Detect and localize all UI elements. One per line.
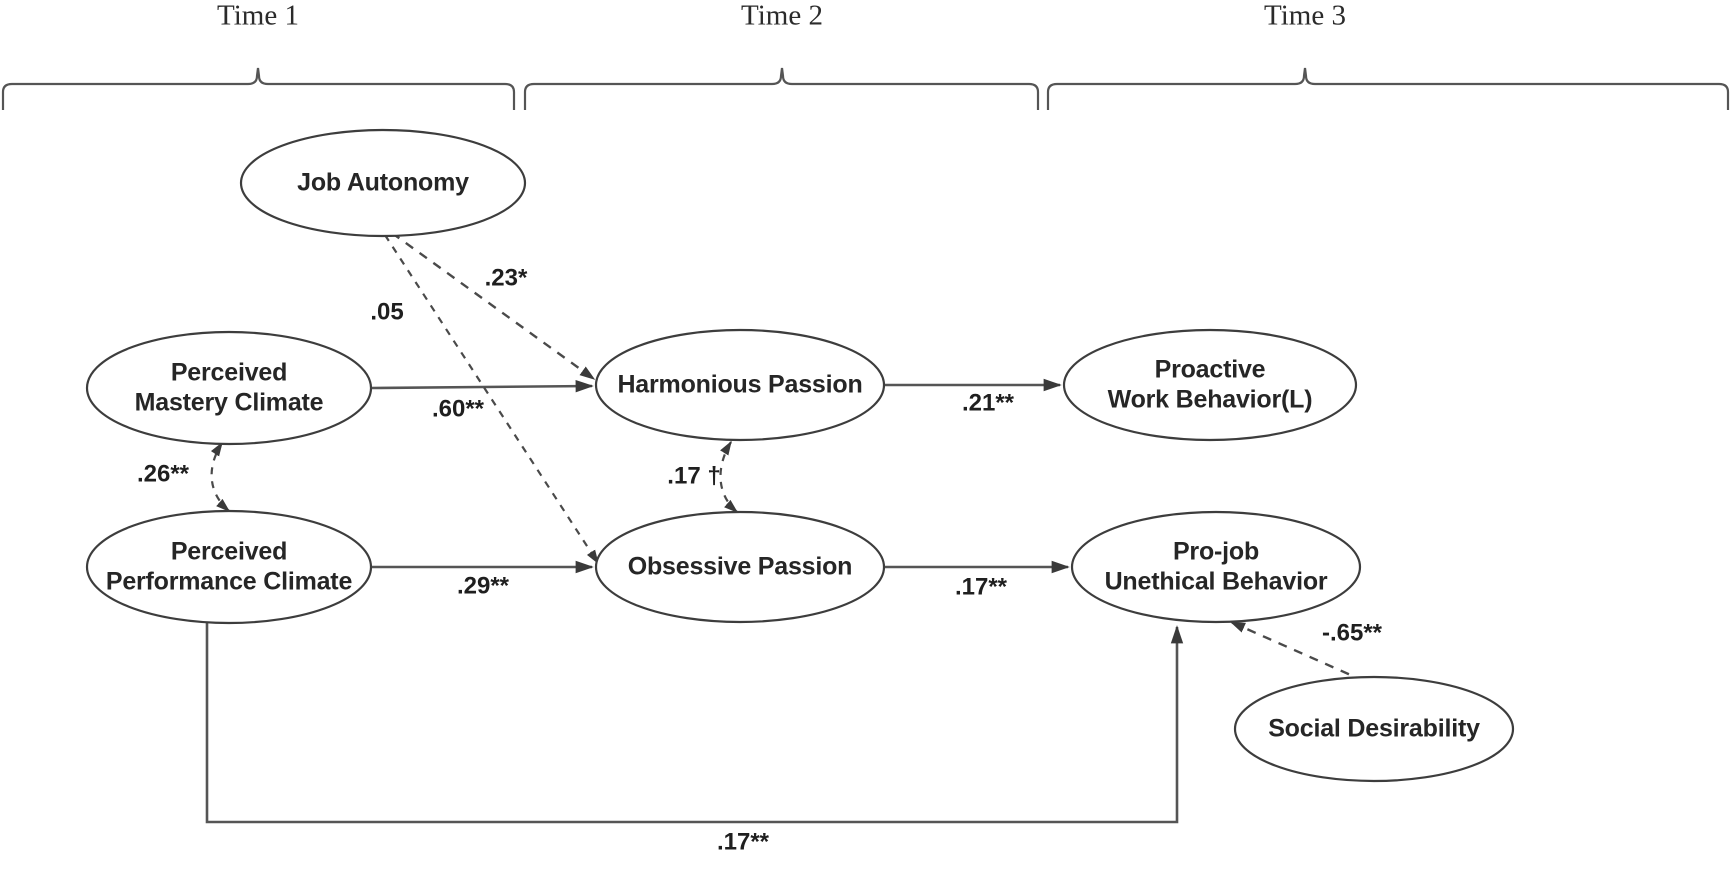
coef-label-60: .60**	[432, 395, 485, 422]
node-label-projob-line2: Unethical Behavior	[1105, 568, 1328, 596]
path-autonomy-to-harmonious: .23*	[391, 232, 596, 380]
coef-label-17a: .17**	[955, 573, 1008, 600]
time-bracket-3: Time 3	[1046, 0, 1730, 110]
coef-label-05: .05	[370, 298, 403, 325]
path-line	[391, 232, 596, 380]
path-curve	[719, 440, 739, 513]
time-bracket-group: Time 1 Time 2 Time 3	[1, 0, 1730, 110]
path-social-to-projob: -.65**	[1229, 619, 1383, 690]
path-curve	[210, 441, 231, 512]
coef-label-neg65: -.65**	[1322, 619, 1383, 646]
path-mastery-performance-covariance: .26**	[137, 441, 231, 512]
bracket-shape-2	[523, 67, 1040, 110]
ellipse-shape	[239, 128, 527, 238]
ellipse-shape	[594, 328, 886, 442]
path-elbow	[205, 623, 1184, 824]
node-label-job-autonomy: Job Autonomy	[297, 169, 469, 197]
node-label-performance-line2: Performance Climate	[106, 568, 353, 596]
node-label-harmonious-passion: Harmonious Passion	[617, 371, 862, 399]
time-label-2: Time 2	[741, 0, 823, 32]
node-label-mastery-line1: Perceived	[171, 359, 287, 387]
bracket-shape-3	[1046, 67, 1730, 110]
time-bracket-2: Time 2	[523, 0, 1040, 110]
path-performance-to-obsessive: .29**	[371, 560, 594, 599]
node-label-social-desirability: Social Desirability	[1268, 715, 1480, 743]
ellipse-shape	[1070, 510, 1362, 624]
ellipse-shape	[594, 510, 886, 624]
coef-label-29: .29**	[457, 572, 510, 599]
coef-label-23: .23*	[485, 264, 528, 291]
ellipse-shape	[1233, 675, 1515, 783]
node-perceived-mastery-climate[interactable]: Perceived Mastery Climate	[85, 330, 373, 446]
ellipse-shape	[1062, 328, 1358, 442]
path-line	[370, 379, 594, 393]
node-job-autonomy[interactable]: Job Autonomy	[239, 128, 527, 238]
path-harmonious-obsessive-covariance: .17 †	[667, 440, 739, 513]
bracket-shape-1	[1, 67, 516, 110]
time-label-3: Time 3	[1264, 0, 1346, 32]
path-performance-to-projob: .17**	[205, 623, 1184, 855]
coef-label-26: .26**	[137, 460, 190, 487]
node-label-obsessive-passion: Obsessive Passion	[628, 553, 853, 581]
ellipse-shape	[85, 509, 373, 625]
path-line	[384, 234, 599, 565]
node-label-proactive-line1: Proactive	[1155, 356, 1266, 384]
time-bracket-1: Time 1	[1, 0, 516, 110]
path-autonomy-to-obsessive: .05	[370, 234, 599, 565]
coef-label-17b: .17**	[717, 828, 770, 855]
path-obsessive-to-projob: .17**	[884, 560, 1070, 600]
node-obsessive-passion[interactable]: Obsessive Passion	[594, 510, 886, 624]
node-label-proactive-line2: Work Behavior(L)	[1108, 386, 1313, 414]
coef-label-21: .21**	[962, 389, 1015, 416]
node-pro-job-unethical-behavior[interactable]: Pro-job Unethical Behavior	[1070, 510, 1362, 624]
node-social-desirability[interactable]: Social Desirability	[1233, 675, 1515, 783]
coef-label-17-dagger: .17 †	[667, 462, 720, 489]
node-proactive-work-behavior[interactable]: Proactive Work Behavior(L)	[1062, 328, 1358, 442]
ellipse-shape	[85, 330, 373, 446]
node-label-performance-line1: Perceived	[171, 538, 287, 566]
path-harmonious-to-proactive: .21**	[884, 378, 1062, 416]
node-perceived-performance-climate[interactable]: Perceived Performance Climate	[85, 509, 373, 625]
time-label-1: Time 1	[217, 0, 299, 32]
node-label-projob-line1: Pro-job	[1173, 538, 1259, 566]
node-harmonious-passion[interactable]: Harmonious Passion	[594, 328, 886, 442]
node-label-mastery-line2: Mastery Climate	[135, 389, 324, 417]
path-mastery-to-harmonious: .60**	[370, 379, 594, 422]
